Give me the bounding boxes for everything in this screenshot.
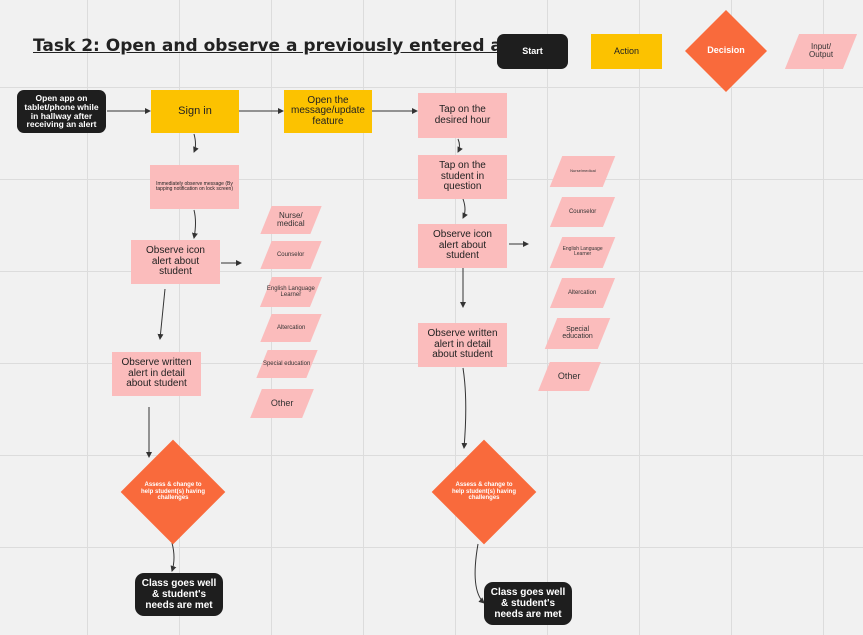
legend-io[interactable]: Input/ Output [784,34,858,69]
right-assess-label: Assess & change to help student(s) havin… [451,482,516,502]
left-io-altercation[interactable]: Altercation [260,314,322,342]
arrow-right-assess-to-class [474,543,485,604]
arrow-sign-in-to-immediately-observe [193,133,199,153]
left-observe-written-action[interactable]: Observe written alert in detail about st… [112,352,201,396]
open-feature-action[interactable]: Open the message/update feature [284,90,372,133]
arrow-immediately-observe-to-observe-icon [191,209,198,239]
legend-action[interactable]: Action [591,34,662,69]
arrow-left-observe-icon-to-written [157,288,166,340]
arrow-tap-hour-to-tap-student [457,138,463,153]
immediately-observe-action[interactable]: Immediately observe message (By tapping … [150,165,239,209]
legend-decision-label: Decision [707,45,745,56]
arrow-tap-student-to-observe-icon [462,198,468,219]
right-io-special-education[interactable]: Special education [544,318,611,349]
tap-hour-action[interactable]: Tap on the desired hour [418,93,507,138]
left-io-counselor[interactable]: Counselor [260,241,322,269]
left-io-special-education[interactable]: Special education [256,350,318,378]
left-assess-label: Assess & change to help student(s) havin… [140,482,205,502]
right-io-nurse-medical[interactable]: Nurse/medical [549,156,616,187]
right-observe-written-action[interactable]: Observe written alert in detail about st… [418,323,507,367]
page-title: Task 2: Open and observe a previously en… [33,36,536,56]
sign-in-action[interactable]: Sign in [151,90,239,133]
arrow-left-assess-to-class [170,542,177,572]
right-observe-icon-action[interactable]: Observe icon alert about student [418,224,507,268]
left-io-nurse-medical[interactable]: Nurse/ medical [260,206,322,234]
legend-start[interactable]: Start [497,34,568,69]
right-io-english-language-learner[interactable]: English Language Learner [549,237,616,268]
tap-student-action[interactable]: Tap on the student in question [418,155,507,199]
legend-io-label: Input/ Output [808,42,833,60]
right-class-goes-well-end[interactable]: Class goes well & student's needs are me… [484,582,572,625]
left-observe-icon-action[interactable]: Observe icon alert about student [131,240,220,284]
open-app-start[interactable]: Open app on tablet/phone while in hallwa… [17,90,106,133]
arrow-right-written-to-assess [461,367,468,449]
right-io-other[interactable]: Other [538,362,601,391]
left-io-other[interactable]: Other [250,389,314,418]
left-io-english-language-learner[interactable]: English Language Learner [259,277,323,307]
right-io-counselor[interactable]: Counselor [549,197,616,227]
right-io-altercation[interactable]: Altercation [549,278,616,308]
left-class-goes-well-end[interactable]: Class goes well & student's needs are me… [135,573,223,616]
